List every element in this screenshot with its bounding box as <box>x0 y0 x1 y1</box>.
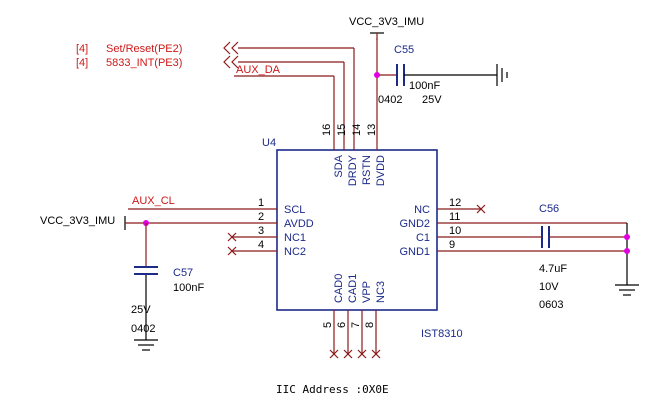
vcc-top-label: VCC_3V3_IMU <box>349 16 424 28</box>
pin-14-number: 14 <box>351 124 363 136</box>
no-connect-pin-6 <box>343 349 353 359</box>
pin-12-number: 12 <box>449 197 461 209</box>
vcc-left-label: VCC_3V3_IMU <box>40 215 115 227</box>
pin-5-number: 5 <box>322 322 334 328</box>
pin-7-number: 7 <box>350 322 362 328</box>
c57-value: 100nF <box>173 282 204 294</box>
c55-symbol <box>396 64 405 86</box>
no-connect-pin-12 <box>476 204 486 214</box>
no-connect-pin-8 <box>371 349 381 359</box>
pin-13-number: 13 <box>366 124 378 136</box>
pin-15-name: DRDY <box>347 154 359 186</box>
c55-ground-icon <box>496 64 508 86</box>
pin-2-name: AVDD <box>284 218 314 230</box>
pin-8-number: 8 <box>364 322 376 328</box>
pin-10-name: C1 <box>416 232 430 244</box>
c56-voltage: 10V <box>539 281 559 293</box>
pin-16-number: 16 <box>321 124 333 136</box>
pin-5-name: CAD0 <box>333 274 345 303</box>
pin-14-name: RSTN <box>361 155 373 185</box>
c57-voltage: 25V <box>131 304 151 316</box>
no-connect-pin-4 <box>227 246 237 256</box>
c56-ref: C56 <box>539 203 559 215</box>
pin-13-name: DVDD <box>375 155 387 186</box>
c55-voltage: 25V <box>422 94 442 106</box>
right-ground-icon <box>615 284 639 296</box>
pin-1-number: 1 <box>258 197 264 209</box>
offpage-1-label: Set/Reset(PE2) <box>106 43 182 55</box>
offpage-arrow-icon <box>223 41 239 69</box>
pin-2-number: 2 <box>258 211 264 223</box>
pin-4-name: NC2 <box>284 246 306 258</box>
pin-4-number: 4 <box>258 239 264 251</box>
c55-ref: C55 <box>394 44 414 56</box>
c56-junction-dot <box>624 234 630 240</box>
c56-value: 4.7uF <box>539 263 567 275</box>
pin-1-name: SCL <box>284 204 305 216</box>
pin-12-name: NC <box>414 204 430 216</box>
c57-ground-icon <box>134 339 158 351</box>
iic-address-note: IIC Address :0X0E <box>276 383 389 396</box>
pin-11-number: 11 <box>449 211 460 223</box>
pin-6-number: 6 <box>336 322 348 328</box>
c57-ref: C57 <box>173 267 193 279</box>
ic-body <box>276 149 438 311</box>
offpage-2-label: 5833_INT(PE3) <box>106 57 182 69</box>
offpage-2-ref: [4] <box>76 57 88 69</box>
c56-symbol <box>541 226 550 248</box>
pin-9-name: GND1 <box>399 246 430 258</box>
c57-symbol <box>134 266 158 275</box>
ic-part-number: IST8310 <box>421 328 463 340</box>
c55-package: 0402 <box>378 94 402 106</box>
c55-junction-dot <box>374 72 380 78</box>
pin-3-number: 3 <box>258 225 264 237</box>
c56-package: 0603 <box>539 299 563 311</box>
c55-value: 100nF <box>409 80 440 92</box>
pin-16-name: SDA <box>333 154 345 177</box>
no-connect-pin-3 <box>227 232 237 242</box>
pin-11-name: GND2 <box>399 218 430 230</box>
pin-3-name: NC1 <box>284 232 306 244</box>
pin-7-name: VPP <box>361 281 373 303</box>
no-connect-pin-5 <box>329 349 339 359</box>
pin-8-name: NC3 <box>375 281 387 303</box>
c57-package: 0402 <box>131 323 155 335</box>
ic-ref: U4 <box>262 137 276 149</box>
gnd1-junction-dot <box>624 248 630 254</box>
pin-10-number: 10 <box>449 225 461 237</box>
offpage-1-ref: [4] <box>76 43 88 55</box>
aux-cl-label: AUX_CL <box>132 195 175 207</box>
aux-da-label: AUX_DA <box>236 64 281 76</box>
pin-15-number: 15 <box>336 124 348 136</box>
no-connect-pin-7 <box>357 349 367 359</box>
pin-9-number: 9 <box>449 239 455 251</box>
pin-6-name: CAD1 <box>347 274 359 303</box>
